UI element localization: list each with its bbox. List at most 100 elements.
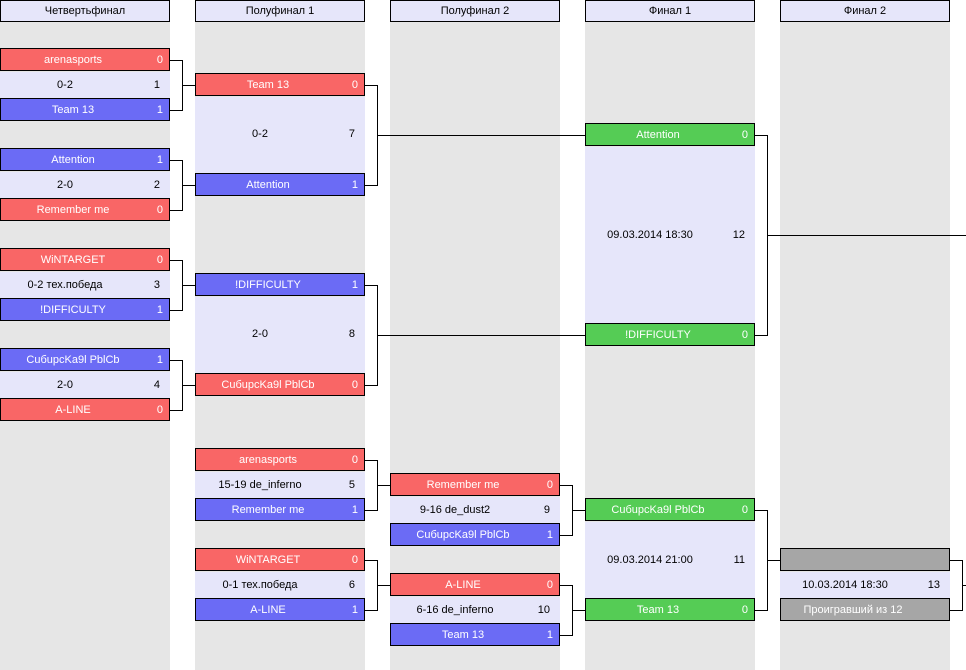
bracket-line — [170, 60, 183, 61]
bracket-line — [755, 610, 768, 611]
bracket-line — [365, 85, 378, 86]
team-name: Team 13 — [636, 604, 680, 616]
team-score: 0 — [546, 479, 553, 491]
team-score: 0 — [741, 329, 748, 341]
match-result: 0-2 — [57, 79, 73, 91]
team-score: 1 — [156, 304, 163, 316]
team-name: Remember me — [231, 504, 305, 516]
match-result: 0-2 тех.победа — [27, 279, 103, 291]
match-result: 2-0 — [252, 328, 268, 340]
bracket-line — [755, 335, 768, 336]
team-name: Проигравший из 12 — [803, 604, 903, 616]
team-score: 1 — [156, 154, 163, 166]
match-result: 9-16 de_dust2 — [419, 504, 491, 516]
team-score: 1 — [546, 529, 553, 541]
team-name: Team 13 — [441, 629, 485, 641]
team-name: CuбupcKa9l PblCb — [26, 354, 120, 366]
bracket-line — [950, 610, 963, 611]
team-score: 0 — [156, 204, 163, 216]
match-info: 2-0 8 — [195, 297, 365, 373]
match-info: 9-16 de_dust2 9 — [390, 497, 560, 523]
match-info: 09.03.2014 18:30 12 — [585, 147, 755, 323]
match-result: 09.03.2014 18:30 — [607, 229, 693, 241]
team-slot[interactable]: Проигравший из 12 — [780, 598, 950, 621]
bracket-line — [365, 460, 378, 461]
bracket-line — [182, 185, 195, 186]
header-semifinal-2: Полуфинал 2 — [390, 0, 560, 22]
team-score: 0 — [351, 454, 358, 466]
bracket-line — [560, 485, 573, 486]
bracket-line — [170, 410, 183, 411]
bracket-line — [572, 610, 585, 611]
bracket-line — [170, 210, 183, 211]
bracket-line — [560, 585, 573, 586]
bracket-line — [767, 560, 780, 561]
team-slot[interactable]: A-LINE 0 — [390, 573, 560, 596]
team-name: Remember me — [36, 204, 110, 216]
match-info: 15-19 de_inferno 5 — [195, 472, 365, 498]
match-info: 2-0 4 — [0, 372, 170, 398]
match-info: 10.03.2014 18:30 13 — [780, 572, 950, 598]
header-quarterfinal: Четвертьфинал — [0, 0, 170, 22]
bracket-line — [170, 160, 183, 161]
match-info: 0-1 тех.победа 6 — [195, 572, 365, 598]
match-info: 0-2 7 — [195, 97, 365, 173]
header-final-1: Финал 1 — [585, 0, 755, 22]
team-slot[interactable]: CuбupcKa9l PblCb 0 — [195, 373, 365, 396]
team-name: A-LINE — [445, 579, 481, 591]
bracket-line — [755, 135, 768, 136]
bracket-line — [767, 235, 966, 236]
match-number: 3 — [153, 279, 160, 291]
match-result: 09.03.2014 21:00 — [607, 554, 693, 566]
team-name: WiNTARGET — [40, 254, 106, 266]
team-name: arenasports — [43, 54, 103, 66]
match-number: 13 — [927, 579, 940, 591]
team-name: Attention — [636, 129, 680, 141]
team-score: 0 — [351, 379, 358, 391]
match-number: 11 — [733, 554, 745, 566]
bracket-line — [182, 85, 195, 86]
team-score: 1 — [546, 629, 553, 641]
match-number: 8 — [348, 328, 355, 340]
team-slot[interactable]: CuбupcKa9l PblCb 1 — [0, 348, 170, 371]
bracket-line — [170, 360, 183, 361]
team-score: 0 — [546, 579, 553, 591]
match-info: 0-2 тех.победа 3 — [0, 272, 170, 298]
match-result: 15-19 de_inferno — [218, 479, 302, 491]
team-slot[interactable]: Team 13 1 — [390, 623, 560, 646]
match-number: 4 — [153, 379, 160, 391]
team-score: 1 — [156, 354, 163, 366]
team-score: 0 — [156, 404, 163, 416]
team-slot[interactable]: Remember me 0 — [0, 198, 170, 221]
match-result: 2-0 — [57, 379, 73, 391]
bracket-line — [572, 510, 585, 511]
bracket-line — [365, 510, 378, 511]
match-number: 1 — [153, 79, 160, 91]
match-result: 0-2 — [252, 128, 268, 140]
team-score: 1 — [351, 604, 358, 616]
bracket-line — [365, 185, 378, 186]
team-name: CuбupcKa9l PblCb — [221, 379, 315, 391]
match-info: 6-16 de_inferno 10 — [390, 597, 560, 623]
team-slot[interactable] — [780, 548, 950, 571]
match-result: 2-0 — [57, 179, 73, 191]
